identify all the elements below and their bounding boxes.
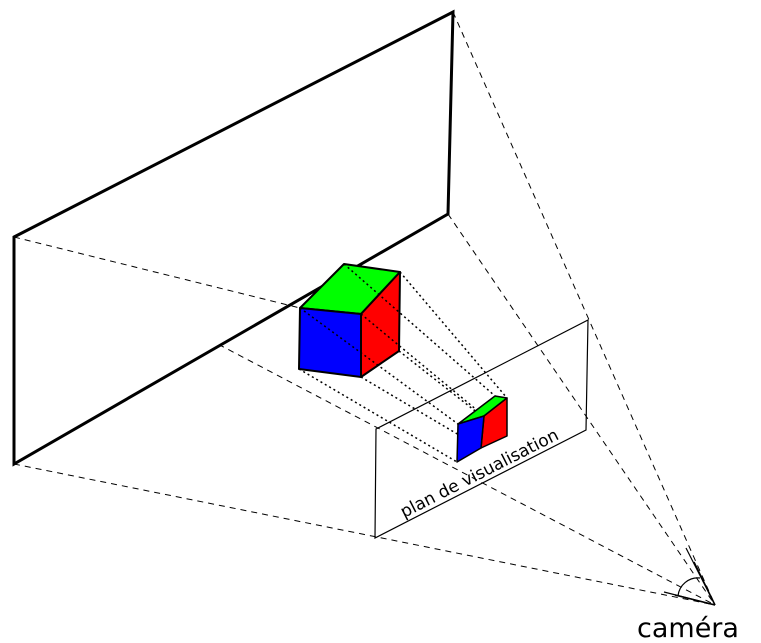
ray-bottom-left <box>13 463 716 606</box>
camera-solid-right <box>693 561 716 606</box>
proj-line-7 <box>298 368 458 463</box>
frustum-rays <box>13 11 716 606</box>
proj-line-3 <box>360 313 485 417</box>
ray-top-right <box>452 11 716 606</box>
big-cube <box>298 263 401 378</box>
proj-line-2 <box>399 271 508 399</box>
camera-icon <box>663 547 716 606</box>
ray-top-left-behind <box>13 236 301 309</box>
viewing-plane <box>374 319 589 539</box>
camera-angle-arc <box>677 577 701 597</box>
projected-cube <box>456 395 508 463</box>
ray-bottom-right <box>447 213 716 606</box>
camera-label: caméra <box>637 613 739 643</box>
big-cube-front-face <box>298 307 362 378</box>
projected-cube-front-face <box>456 415 485 463</box>
proj-line-1 <box>343 263 496 397</box>
camera-solid-left <box>674 594 716 606</box>
far-plane <box>12 9 455 467</box>
